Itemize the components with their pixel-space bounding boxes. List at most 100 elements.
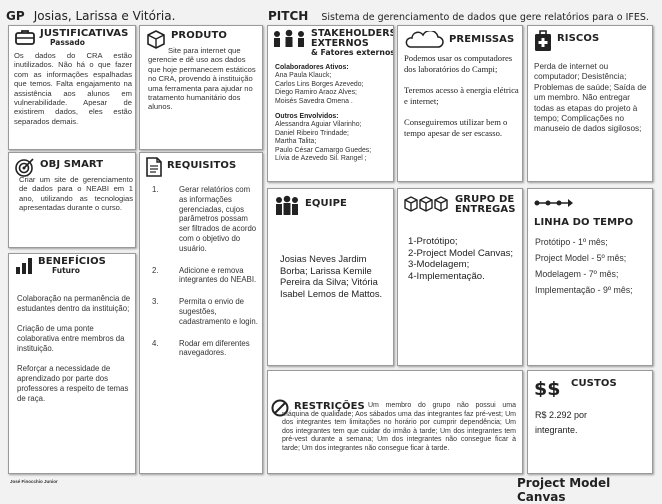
linha-tempo-title: LINHA DO TEMPO	[534, 217, 634, 228]
ativo-item: Carlos Lins Borges Azevedo;	[275, 80, 364, 88]
justificativas-card: JUSTIFICATIVAS Passado Os dados do CRA e…	[8, 25, 136, 150]
riscos-title: RISCOS	[557, 33, 600, 44]
requisito-item: 3. Permita o envio de sugestões, cadastra…	[146, 297, 258, 326]
produto-text-content: Site para internet que gerencie e dê uso…	[148, 46, 256, 112]
premissas-card: PREMISSAS Podemos usar os computadores d…	[397, 25, 523, 182]
premissas-title: PREMISSAS	[449, 34, 515, 45]
beneficios-card: BENEFÍCIOS Futuro Colaboração na permanê…	[8, 253, 136, 474]
requisitos-list: 1.Gerar relatórios com as informações ge…	[146, 185, 258, 370]
envolvido-item: Daniel Ribeiro Trindade;	[275, 129, 349, 137]
obj-smart-text: Criar um site de gerenciamento de dados …	[19, 175, 133, 213]
gp-names: Josias, Larissa e Vitória.	[33, 9, 176, 23]
pitch-text: Sistema de gerenciamento de dados que ge…	[321, 12, 649, 23]
requisitos-title: REQUISITOS	[167, 160, 237, 171]
riscos-text: Perda de internet ou computador; Desistê…	[534, 62, 647, 134]
custos-text: R$ 2.292 por integrante.	[535, 410, 588, 435]
obj-smart-title: OBJ SMART	[40, 159, 104, 170]
ativos-label: Colaboradores Ativos:	[275, 64, 349, 71]
ativo-item: Ana Paula Klauck;	[275, 72, 332, 80]
requisito-item: 4. Rodar em diferentes navegadores.	[146, 339, 258, 359]
produto-title: PRODUTO	[171, 30, 227, 41]
produto-card: PRODUTO Site para internet que gerencie …	[139, 25, 263, 150]
envolvido-item: Lívia de Azevedo Sil. Rangel ;	[275, 155, 367, 163]
briefcase-icon	[15, 30, 35, 45]
beneficios-paragraph: Colaboração na permanência de estudantes…	[17, 294, 131, 313]
pitch-header: PITCH Sistema de gerenciamento de dados …	[268, 5, 649, 24]
stakeholders-body: Colaboradores Ativos: Ana Paula Klauck; …	[275, 64, 393, 163]
produto-text: Site para internet que gerencie e dê uso…	[148, 46, 260, 112]
requisito-item: 1.Gerar relatórios com as informações ge…	[146, 185, 258, 254]
restricoes-text-content: Um membro do grupo não possui uma máquin…	[282, 402, 516, 452]
grupo-entregas-card: GRUPO DE ENTREGAS 1-Protótipo; 2-Project…	[397, 188, 523, 366]
stakeholders-card: STAKEHOLDERS EXTERNOS & Fatores externos…	[267, 25, 394, 182]
requisito-num: 4.	[152, 338, 159, 348]
bar-chart-icon	[16, 258, 32, 274]
justificativas-subtitle: Passado	[50, 38, 85, 47]
gp-header: GP Josias, Larissa e Vitória.	[6, 5, 175, 24]
target-icon	[15, 158, 34, 177]
beneficios-title: BENEFÍCIOS	[38, 256, 106, 267]
requisito-text: Permita o envio de sugestões, cadastrame…	[179, 297, 258, 326]
timeline-header: LINHA DO TEMPO	[534, 195, 633, 228]
document-icon	[146, 157, 162, 177]
entrega-item: 2-Project Model Canvas;	[408, 247, 514, 259]
timeline-item: Modelagem - 7º mês;	[535, 269, 619, 279]
restricoes-text: Um membro do grupo não possui uma máquin…	[282, 402, 516, 454]
envolvido-item: Paulo César Camargo Guedes;	[275, 146, 372, 154]
requisitos-card: REQUISITOS 1.Gerar relatórios com as inf…	[139, 152, 263, 474]
justificativas-title: JUSTIFICATIVAS	[40, 28, 129, 39]
riscos-card: RISCOS Perda de internet ou computador; …	[527, 25, 653, 182]
justificativas-text: Os dados do CRA estão inutilizados. Não …	[14, 51, 132, 126]
timeline-item: Protótipo - 1º mês;	[535, 237, 608, 247]
beneficios-body: Colaboração na permanência de estudantes…	[17, 294, 135, 404]
premissa-item: Conseguiremos utilizar bem o tempo apesa…	[404, 117, 508, 138]
footer-brand: Project Model Canvas	[517, 476, 611, 504]
box-icon	[147, 30, 165, 49]
stakeholders-subtitle: & Fatores externos	[311, 48, 394, 57]
requisito-text: Rodar em diferentes navegadores.	[179, 338, 250, 358]
requisito-text: Adicione e remova integrantes do NEABI.	[179, 265, 257, 285]
requisito-num: 3.	[152, 297, 159, 307]
gp-label: GP	[6, 9, 25, 23]
team-icon	[276, 195, 298, 215]
entregas-list: 1-Protótipo; 2-Project Model Canvas; 3-M…	[408, 236, 520, 282]
entrega-item: 3-Modelagem;	[408, 259, 470, 271]
ativo-item: Moisés Savedra Omena .	[275, 97, 353, 105]
people-icon	[274, 29, 304, 47]
footer-author: José Finocchio Junior	[10, 479, 58, 484]
beneficios-subtitle: Futuro	[52, 266, 80, 275]
restricoes-card: RESTRIÇÕES Um membro do grupo não possui…	[267, 370, 523, 474]
ativo-item: Diego Ramiro Araoz Alves;	[275, 89, 357, 97]
timeline-list: Protótipo - 1º mês; Project Model - 5º m…	[535, 236, 647, 296]
entrega-item: 1-Protótipo;	[408, 236, 458, 247]
equipe-card: EQUIPE Josias Neves Jardim Borba; Lariss…	[267, 188, 394, 366]
pitch-label: PITCH	[268, 9, 309, 23]
premissas-body: Podemos usar os computadores dos laborat…	[404, 53, 520, 139]
dollar-icon: $$	[534, 378, 560, 397]
restricoes-title: RESTRIÇÕES	[294, 401, 365, 412]
equipe-text: Josias Neves Jardim Borba; Larissa Kemil…	[280, 253, 383, 299]
requisito-text: Gerar relatórios com as informações gere…	[179, 185, 257, 253]
timeline-item: Implementação - 9º mês;	[535, 285, 633, 295]
premissa-item: Podemos usar os computadores dos laborat…	[404, 53, 513, 74]
premissa-item: Teremos acesso à energia elétrica e inte…	[404, 85, 519, 106]
svg-text:$$: $$	[534, 378, 560, 397]
prohibited-icon	[271, 399, 289, 417]
equipe-title: EQUIPE	[305, 198, 347, 209]
envolvido-item: Alessandra Aguiar Vilarinho;	[275, 121, 362, 129]
envolvido-item: Martha Talita;	[275, 138, 317, 146]
requisito-item: 2.Adicione e remova integrantes do NEABI…	[146, 266, 258, 286]
linha-tempo-card: LINHA DO TEMPO Protótipo - 1º mês; Proje…	[527, 188, 653, 366]
timeline-icon	[534, 199, 573, 207]
stakeholders-title: STAKEHOLDERS EXTERNOS	[311, 28, 394, 49]
entrega-item: 4-Implementação.	[408, 270, 485, 282]
envolvidos-label: Outros Envolvidos:	[275, 113, 339, 121]
timeline-item: Project Model - 5º mês;	[535, 253, 627, 263]
grupo-entregas-title: GRUPO DE ENTREGAS	[455, 194, 516, 215]
custos-title: CUSTOS	[571, 378, 617, 389]
obj-smart-card: OBJ SMART Criar um site de gerenciamento…	[8, 152, 136, 248]
custos-card: $$ CUSTOS R$ 2.292 por integrante.	[527, 370, 653, 474]
packages-icon	[404, 196, 448, 212]
beneficios-paragraph: Criação de uma ponte colaborativa entre …	[17, 324, 125, 353]
cloud-icon	[405, 31, 444, 48]
